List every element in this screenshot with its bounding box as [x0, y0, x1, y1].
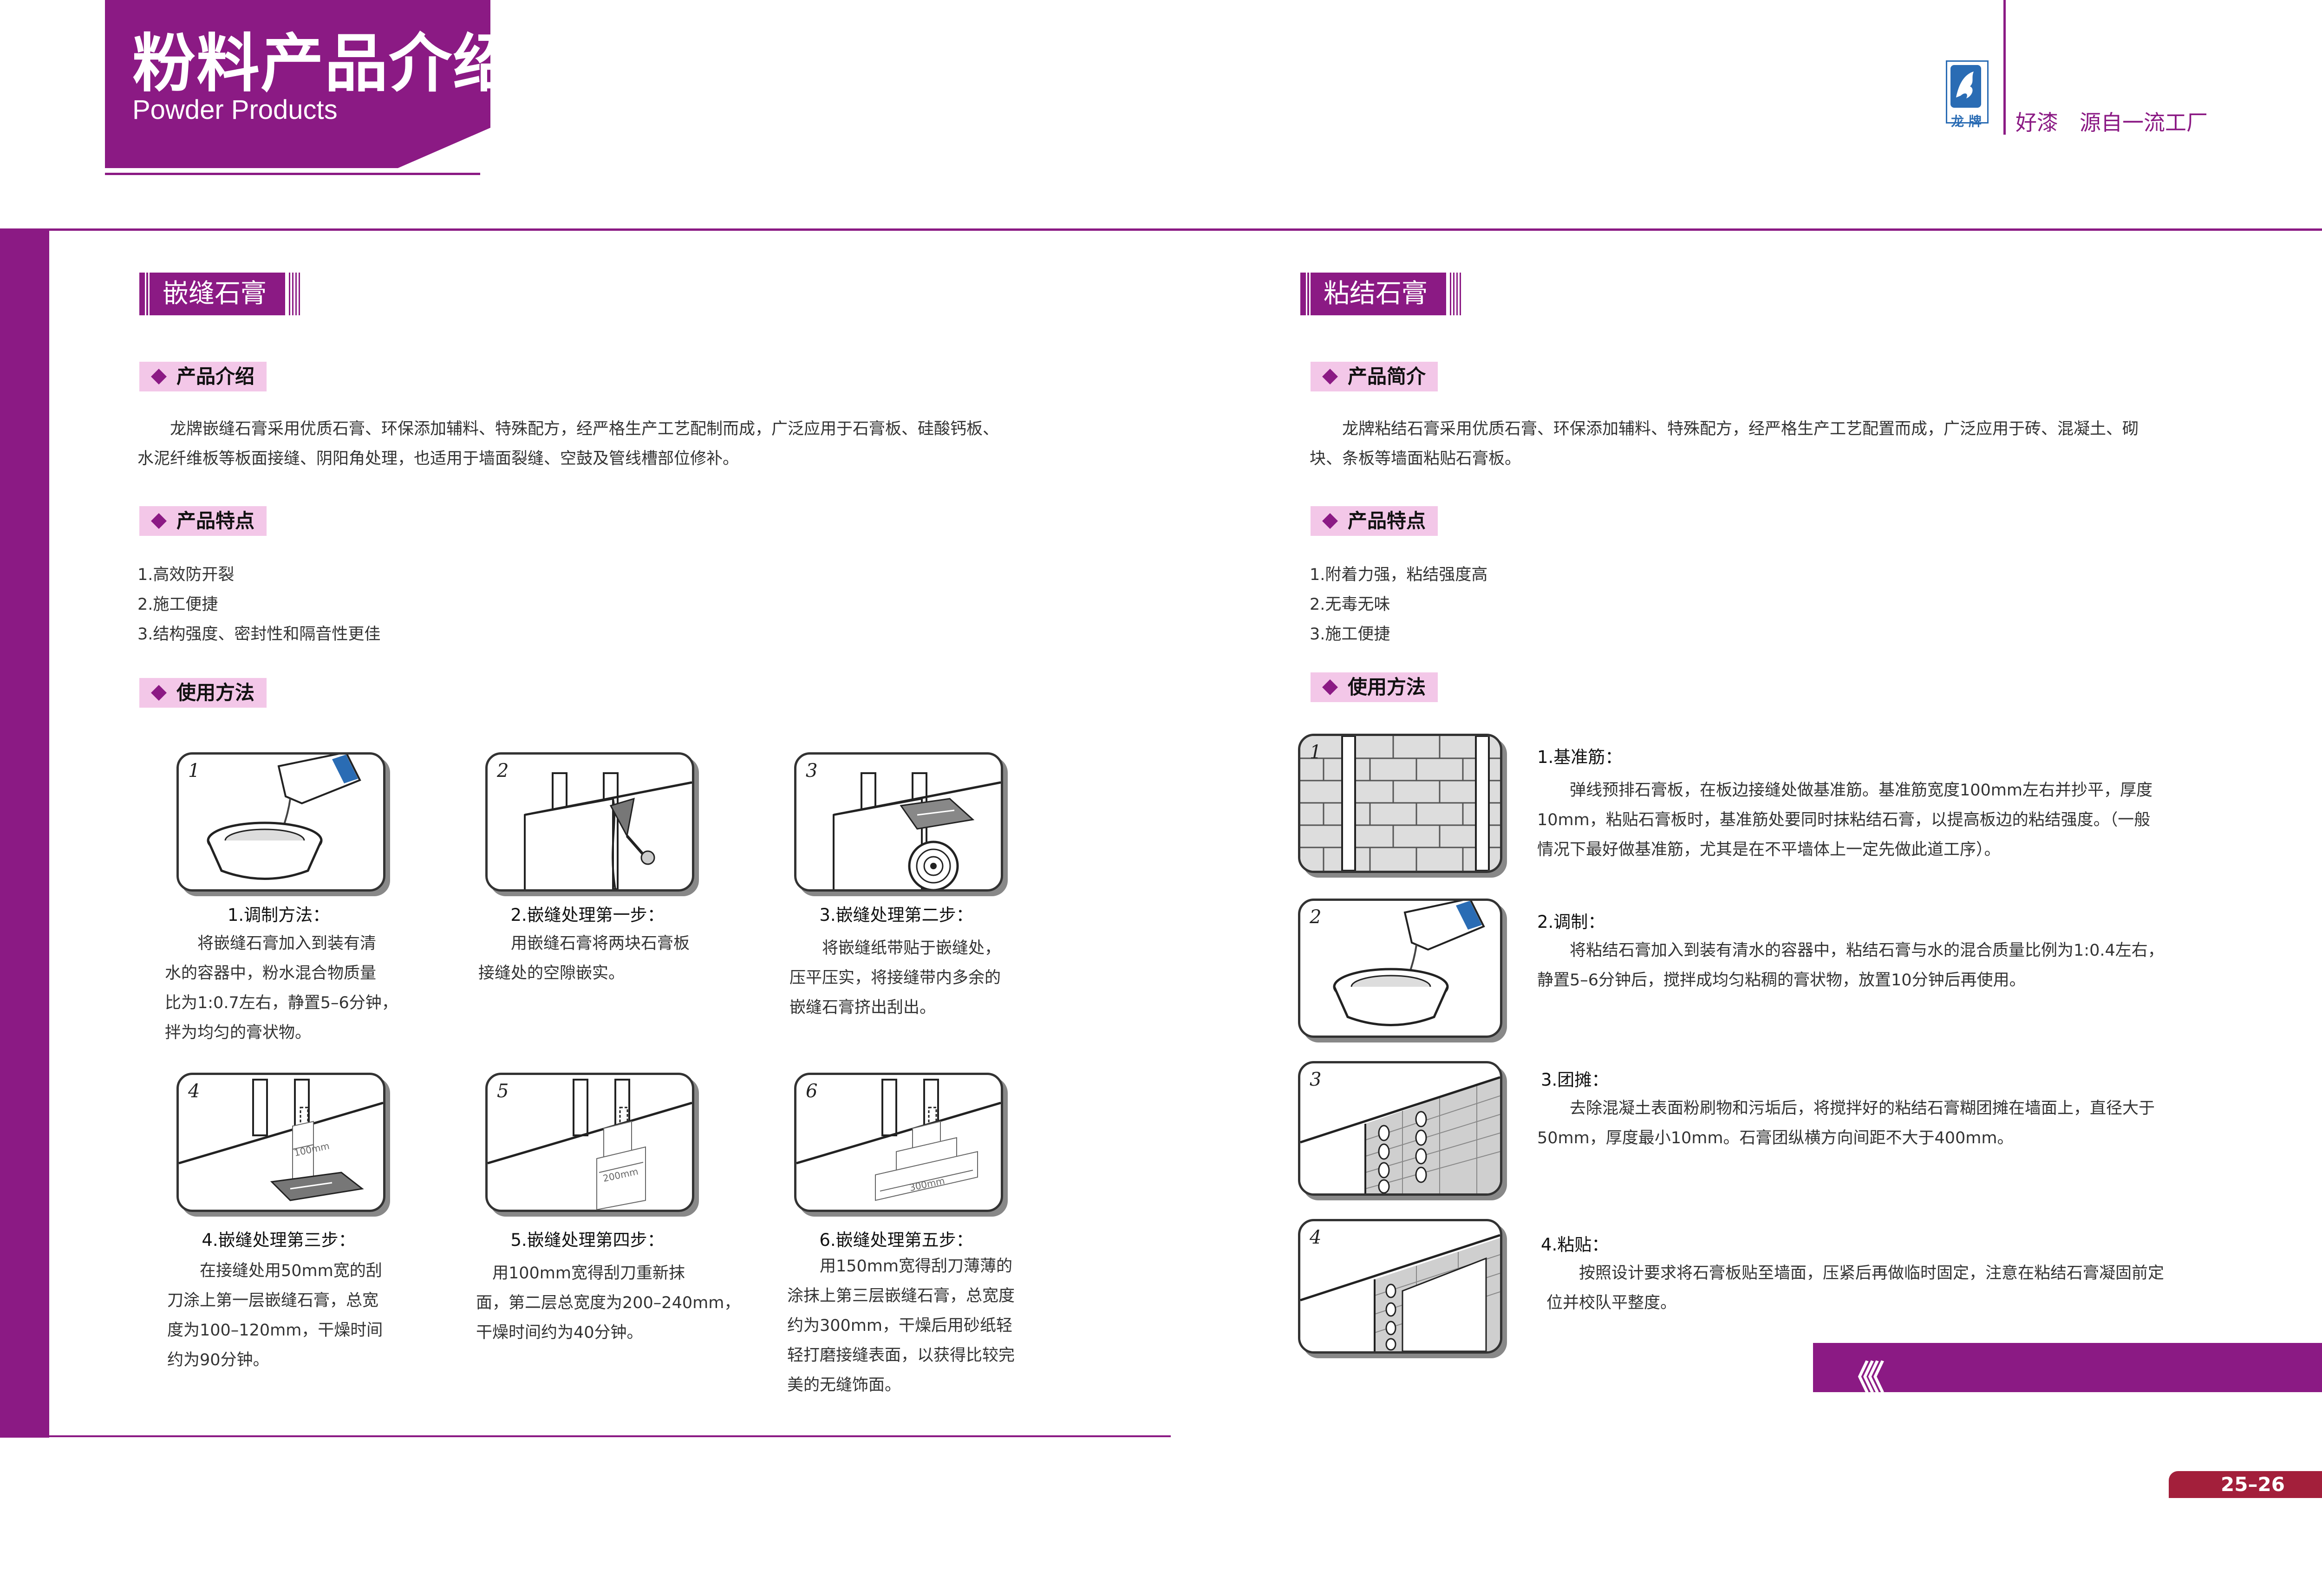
- bond-step-title-2: 2.调制：: [1537, 912, 1605, 932]
- bond-step-title-1: 1.基准筋：: [1537, 747, 1623, 767]
- step-title-3: 3.嵌缝处理第二步：: [819, 905, 973, 925]
- sub-heading-intro-right: 产品简介: [1311, 362, 1438, 391]
- brand-slogan: 好漆 源自一流工厂: [2015, 110, 2208, 135]
- intro-paragraph-right: 龙牌粘结石膏采用优质石膏、环保添加辅料、特殊配方，经严格生产工艺配置而成，广泛应…: [1310, 420, 2139, 468]
- sub-heading-intro: 产品介绍: [139, 362, 267, 391]
- diamond-icon: [1322, 513, 1338, 529]
- step-title-5: 5.嵌缝处理第四步：: [510, 1230, 665, 1250]
- header-underline: [105, 173, 480, 175]
- board-joint-icon: [524, 772, 692, 889]
- bond-step-desc-4: 按照设计要求将石膏板贴至墙面，压紧后再做临时固定，注意在粘结石膏凝固前定 位并校…: [1546, 1264, 2165, 1312]
- first-coat-icon: 100mm: [179, 1079, 383, 1201]
- header-banner: [105, 0, 490, 168]
- section-title-bonding-plaster: 粘结石膏: [1300, 273, 1462, 315]
- bond-step-illustration-4: 4: [1298, 1219, 1502, 1354]
- bond-step-desc-2: 将粘结石膏加入到装有清水的容器中，粘结石膏与水的混合质量比例为1:0.4左右， …: [1537, 941, 2164, 990]
- bond-step-illustration-1: 1: [1298, 734, 1502, 873]
- feature-item: 3.施工便捷: [1310, 625, 1390, 644]
- step-desc-3: 将嵌缝纸带贴于嵌缝处， 压平压实，将接缝带内多余的 嵌缝石膏挤出刮出。: [789, 939, 1001, 1017]
- sub-heading-usage-right: 使用方法: [1311, 672, 1438, 702]
- third-coat-icon: 300mm: [796, 1079, 1001, 1201]
- page-subtitle: Powder Products: [132, 95, 338, 125]
- plaster-dabs-icon: [1300, 1076, 1500, 1193]
- bond-step-desc-1: 弹线预排石膏板，在板边接缝处做基准筋。基准筋宽度100mm左右并抄平，厚度 10…: [1537, 781, 2152, 859]
- mixing-bowl-icon: [1333, 901, 1485, 1026]
- step-illustration-5: 5 200mm: [485, 1073, 694, 1212]
- page-title: 粉料产品介绍: [132, 27, 517, 101]
- bond-step-title-3: 3.团摊：: [1541, 1070, 1609, 1090]
- feature-item: 1.高效防开裂: [137, 566, 235, 584]
- board-attach-icon: [1300, 1234, 1500, 1351]
- features-list: 1.高效防开裂 2.施工便捷 3.结构强度、密封性和隔音性更佳: [137, 560, 380, 649]
- diamond-icon: [151, 685, 167, 701]
- step-illustration-2: 2: [485, 752, 694, 892]
- feature-item: 2.无毒无味: [1310, 595, 1390, 614]
- header-divider: [2003, 0, 2006, 135]
- bottom-rule: [49, 1435, 1171, 1437]
- feature-item: 3.结构强度、密封性和隔音性更佳: [137, 625, 381, 644]
- step-illustration-1: 1: [176, 752, 385, 892]
- step-desc-6: 用150mm宽得刮刀薄薄的 涂抹上第三层嵌缝石膏，总宽度 约为300mm，干燥后…: [787, 1257, 1015, 1394]
- sub-heading-features: 产品特点: [139, 506, 267, 536]
- step-title-1: 1.调制方法：: [227, 905, 330, 925]
- bond-step-desc-3: 去除混凝土表面粉刷物和污垢后，将搅拌好的粘结石膏糊团摊在墙面上，直径大于 50m…: [1537, 1099, 2155, 1147]
- step-title-2: 2.嵌缝处理第一步：: [510, 905, 665, 925]
- step-desc-4: 在接缝处用50mm宽的刮 刀涂上第一层嵌缝石膏，总宽 度为100–120mm，干…: [167, 1262, 383, 1369]
- step-title-6: 6.嵌缝处理第五步：: [819, 1230, 973, 1250]
- dragon-logo-icon: [1950, 65, 1981, 108]
- brand-name: 龙 牌: [1951, 114, 1982, 129]
- diamond-icon: [151, 513, 167, 529]
- mixing-bowl-icon: [207, 755, 361, 880]
- intro-paragraph: 龙牌嵌缝石膏采用优质石膏、环保添加辅料、特殊配方，经严格生产工艺配制而成，广泛应…: [137, 420, 999, 468]
- second-coat-icon: 200mm: [488, 1079, 692, 1210]
- diamond-icon: [151, 369, 167, 384]
- diamond-icon: [1322, 369, 1338, 384]
- step-desc-1: 将嵌缝石膏加入到装有清 水的容器中，粉水混合物质量 比为1:0.7左右，静置5–…: [165, 934, 398, 1042]
- bond-step-illustration-2: 2: [1298, 899, 1502, 1038]
- feature-item: 1.附着力强，粘结强度高: [1310, 566, 1488, 584]
- step-desc-2: 用嵌缝石膏将两块石膏板 接缝处的空隙嵌实。: [478, 934, 690, 983]
- brick-wall-icon: [1300, 736, 1500, 871]
- features-list-right: 1.附着力强，粘结强度高 2.无毒无味 3.施工便捷: [1310, 560, 1487, 649]
- page-number: 25–26: [2169, 1471, 2322, 1498]
- section-title-joint-plaster: 嵌缝石膏: [139, 273, 301, 315]
- step-illustration-6: 6 300mm: [794, 1073, 1003, 1212]
- step-title-4: 4.嵌缝处理第三步：: [202, 1230, 356, 1250]
- footer-bar: 《《: [1813, 1343, 2322, 1397]
- bond-step-illustration-3: 3: [1298, 1061, 1502, 1196]
- bond-step-title-4: 4.粘贴：: [1541, 1235, 1609, 1255]
- top-rule: [0, 228, 2322, 231]
- feature-item: 2.施工便捷: [137, 595, 218, 614]
- step-illustration-4: 4 100mm: [176, 1073, 385, 1212]
- sub-heading-features-right: 产品特点: [1311, 506, 1438, 536]
- step-illustration-3: 3: [794, 752, 1003, 892]
- left-color-band: [0, 230, 49, 1438]
- sub-heading-usage: 使用方法: [139, 678, 267, 708]
- double-chevron-left-icon: 《《: [1841, 1358, 1885, 1397]
- tape-roll-icon: [833, 772, 1001, 889]
- step-desc-5: 用100mm宽得刮刀重新抹 面，第二层总宽度为200–240mm， 干燥时间约为…: [476, 1264, 741, 1342]
- diamond-icon: [1322, 679, 1338, 695]
